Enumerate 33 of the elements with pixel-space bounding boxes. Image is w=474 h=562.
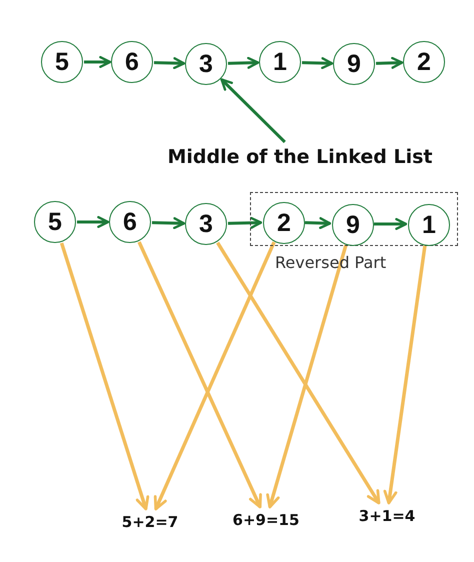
sum-text: 5+2=7 xyxy=(119,511,181,533)
arrow xyxy=(383,246,427,504)
list-node-circle: 9 xyxy=(332,204,374,246)
list-node-circle: 3 xyxy=(185,43,227,85)
list-node-circle: 2 xyxy=(263,202,305,244)
arrow xyxy=(60,242,150,510)
arrow xyxy=(302,57,334,70)
arrow xyxy=(228,56,260,69)
arrow xyxy=(152,217,186,230)
arrow xyxy=(138,241,262,508)
arrow xyxy=(228,216,262,229)
arrow xyxy=(266,244,348,508)
arrow xyxy=(220,78,286,144)
arrow xyxy=(376,56,404,69)
annotation-text: Middle of the Linked List xyxy=(155,144,445,170)
sum-text: 3+1=4 xyxy=(356,505,418,527)
arrow xyxy=(154,57,186,70)
arrow xyxy=(77,216,110,228)
arrow xyxy=(216,242,380,504)
list-node-circle: 5 xyxy=(41,41,83,83)
list-node-circle: 9 xyxy=(333,43,375,85)
list-node-circle: 1 xyxy=(408,204,450,246)
arrow xyxy=(374,218,408,230)
list-node-circle: 6 xyxy=(111,41,153,83)
arrow xyxy=(154,241,276,510)
list-node-circle: 1 xyxy=(259,41,301,83)
arrow xyxy=(84,56,112,68)
arrow xyxy=(304,217,332,230)
list-node-circle: 5 xyxy=(34,201,76,243)
list-node-circle: 6 xyxy=(109,201,151,243)
list-node-circle: 2 xyxy=(403,41,445,83)
sum-text: 6+9=15 xyxy=(230,509,302,531)
list-node-circle: 3 xyxy=(185,203,227,245)
